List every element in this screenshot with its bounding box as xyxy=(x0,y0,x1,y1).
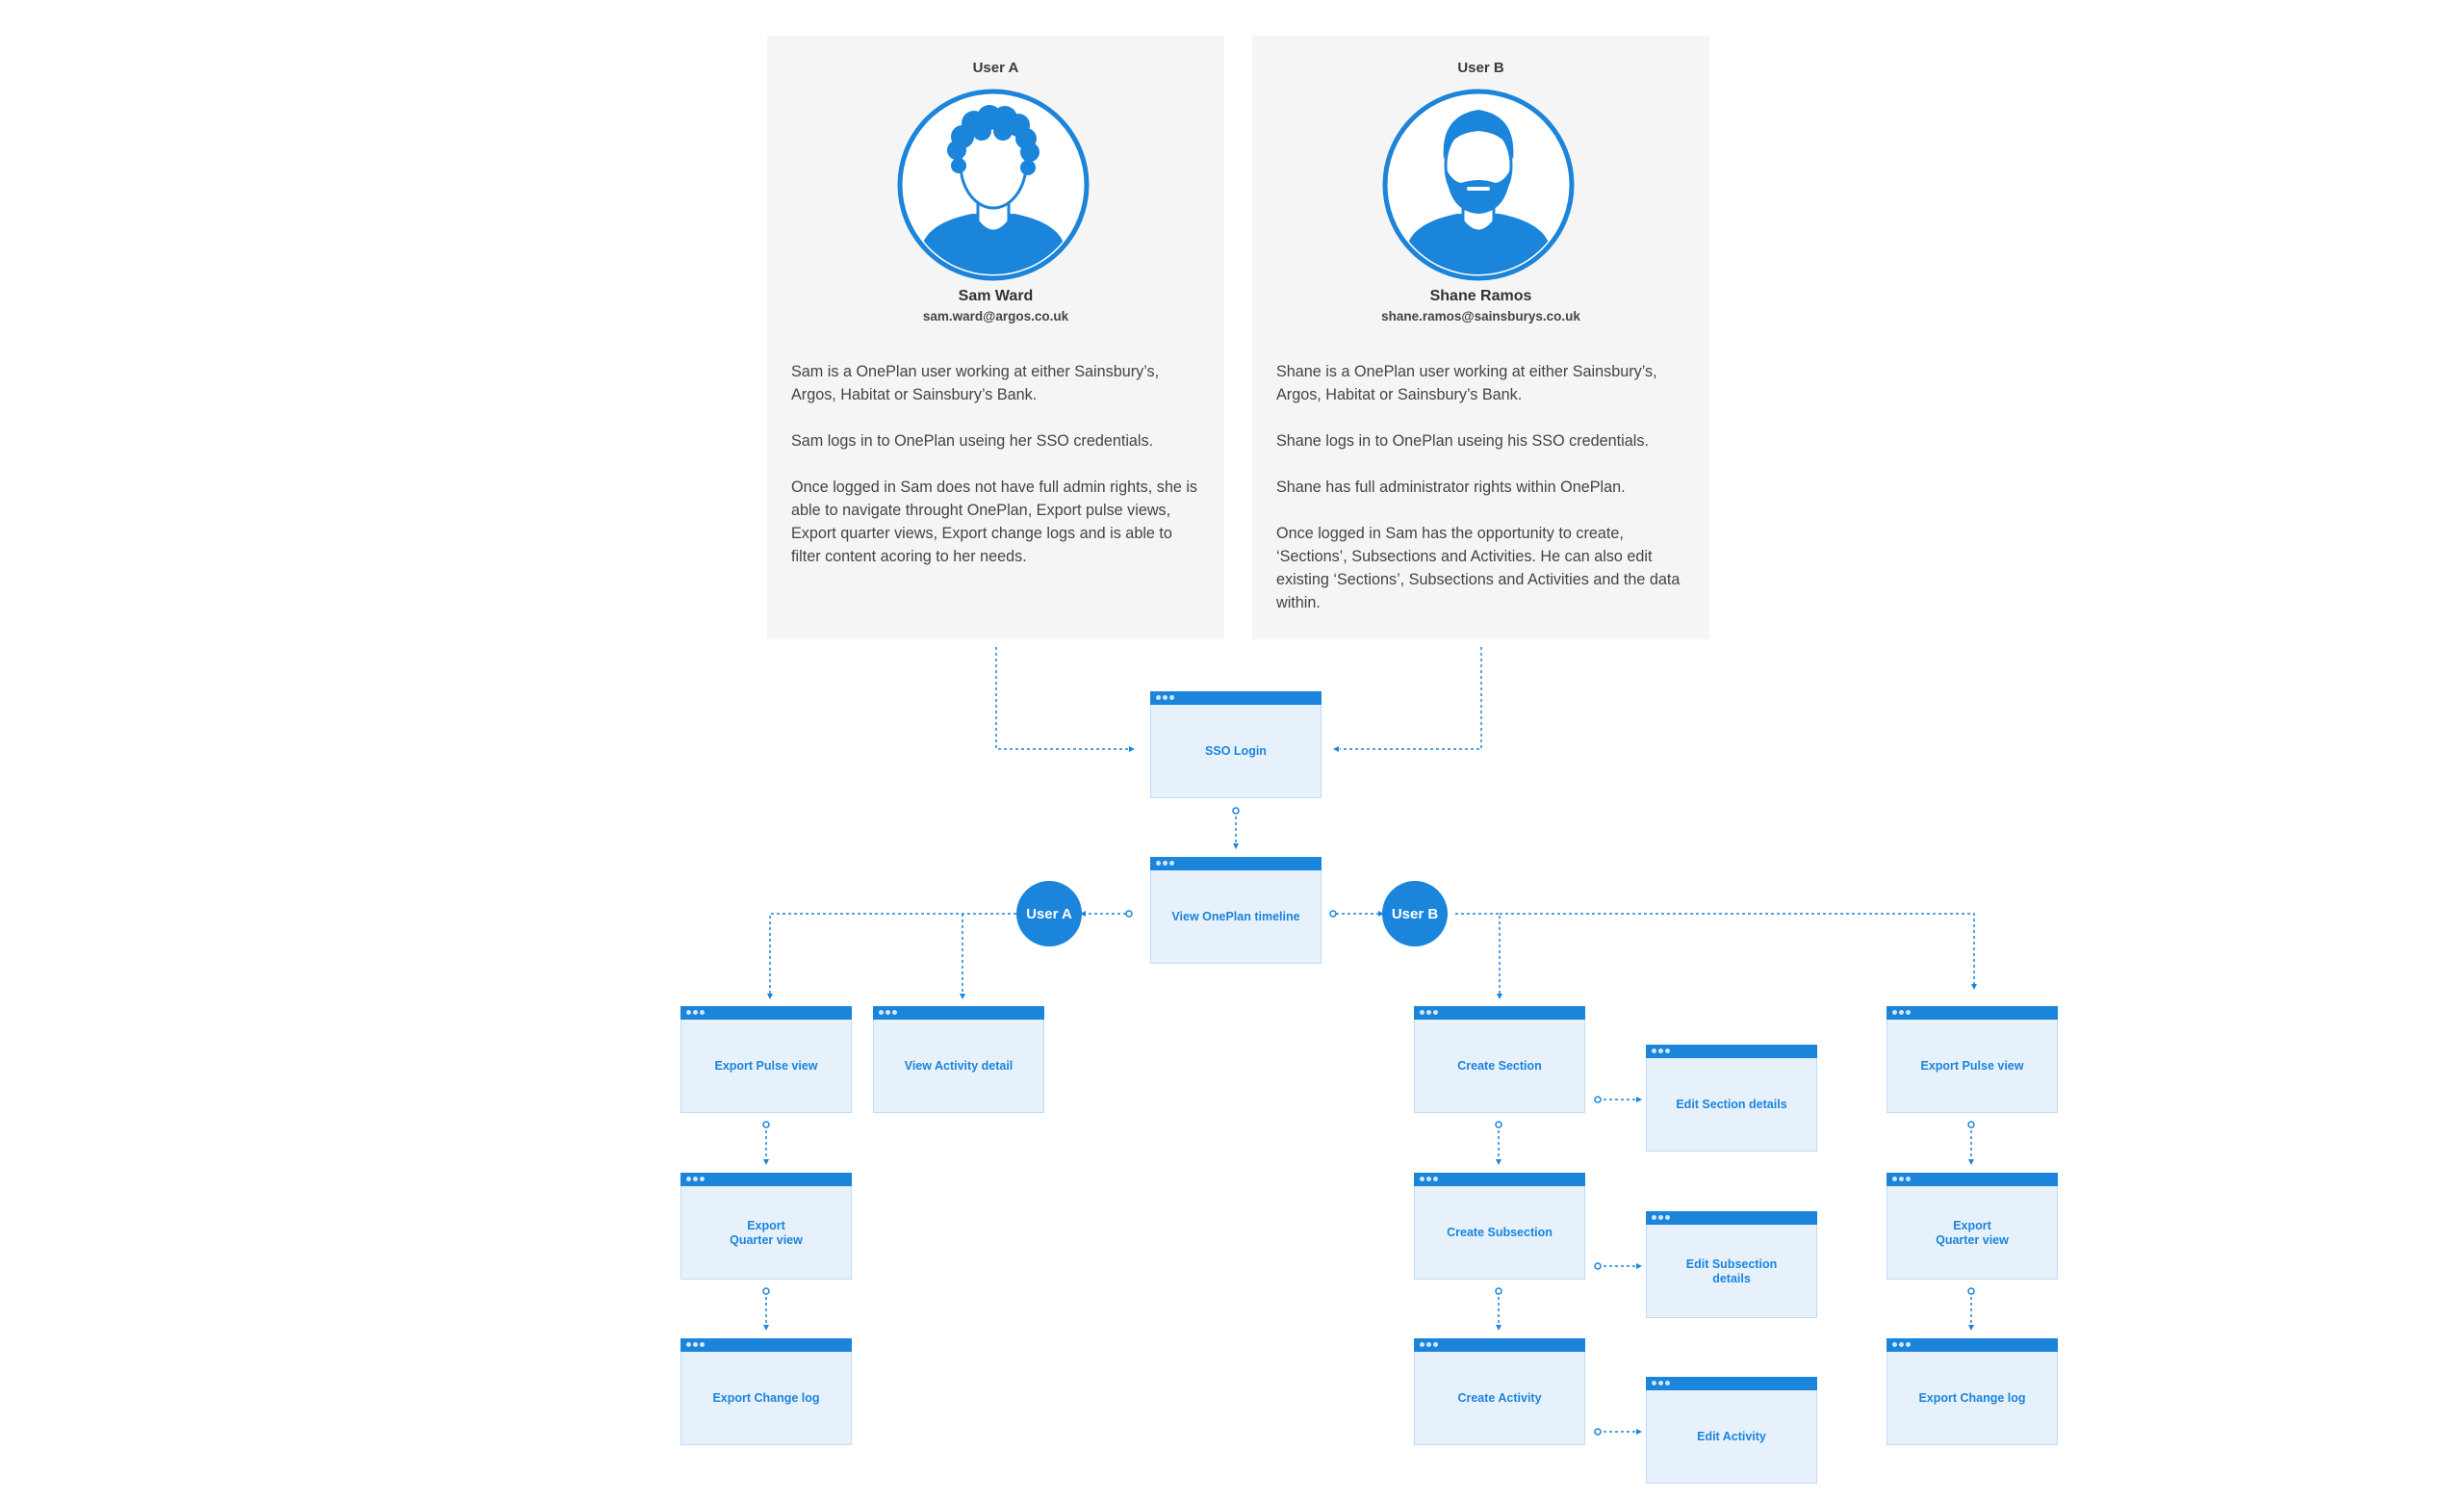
screen-b-export-change-log: Export Change log xyxy=(1886,1338,2058,1445)
persona-description: Sam is a OnePlan user working at either … xyxy=(791,360,1205,591)
persona-card-user-b: User B Shane Ramos shane.ramos@sainsbury… xyxy=(1252,36,1709,639)
screen-label: Export Pulse view xyxy=(714,1059,818,1073)
persona-label: User A xyxy=(972,60,1019,76)
screen-view-oneplan-timeline: View OnePlan timeline xyxy=(1150,857,1322,964)
user-a-node: User A xyxy=(1016,881,1082,946)
persona-paragraph: Shane logs in to OnePlan useing his SSO … xyxy=(1276,432,1649,450)
persona-name: Sam Ward xyxy=(958,288,1034,304)
screen-b-edit-activity: Edit Activity xyxy=(1646,1377,1817,1484)
persona-paragraph: Shane is a OnePlan user working at eithe… xyxy=(1276,363,1657,403)
screen-b-export-quarter-view: Export Quarter view xyxy=(1886,1173,2058,1280)
screen-b-edit-subsection-details: Edit Subsection details xyxy=(1646,1211,1817,1318)
persona-paragraph: Once logged in Sam has the opportunity t… xyxy=(1276,525,1681,611)
screen-b-create-activity: Create Activity xyxy=(1414,1338,1585,1445)
persona-paragraph: Sam logs in to OnePlan useing her SSO cr… xyxy=(791,432,1154,450)
screen-label: SSO Login xyxy=(1205,744,1267,758)
persona-card-user-a: User A Sam Ward sam.ward@argos.co.uk Sam… xyxy=(767,36,1224,639)
screen-label: Edit Activity xyxy=(1697,1430,1766,1443)
screen-label: Edit Subsection details xyxy=(1685,1256,1778,1285)
screen-a-export-pulse-view: Export Pulse view xyxy=(680,1006,852,1113)
persona-paragraph: Sam is a OnePlan user working at either … xyxy=(791,363,1160,403)
screen-a-export-quarter-view: Export Quarter view xyxy=(680,1173,852,1280)
persona-email: sam.ward@argos.co.uk xyxy=(922,309,1069,324)
screen-label: Export Quarter view xyxy=(1936,1218,2009,1247)
persona-description: Shane is a OnePlan user working at eithe… xyxy=(1276,360,1690,637)
connector-user-a-to-export-pulse xyxy=(769,913,1016,994)
screen-b-export-pulse-view: Export Pulse view xyxy=(1886,1006,2058,1113)
screen-b-create-section: Create Section xyxy=(1414,1006,1585,1113)
screen-b-edit-section-details: Edit Section details xyxy=(1646,1045,1817,1152)
screen-a-export-change-log: Export Change log xyxy=(680,1338,852,1445)
persona-paragraph: Once logged in Sam does not have full ad… xyxy=(791,479,1198,565)
screen-label: Export Change log xyxy=(1918,1391,2026,1405)
persona-name: Shane Ramos xyxy=(1429,288,1532,304)
screen-b-create-subsection: Create Subsection xyxy=(1414,1173,1585,1280)
persona-label: User B xyxy=(1457,60,1504,76)
screen-label: Create Section xyxy=(1457,1059,1542,1073)
screen-a-view-activity-detail: View Activity detail xyxy=(873,1006,1044,1113)
connector-user-b-to-create-section xyxy=(1455,913,1501,994)
screen-label: Create Activity xyxy=(1457,1391,1542,1405)
curly-hair-person-icon xyxy=(897,89,1090,281)
screen-label: Export Change log xyxy=(712,1391,820,1405)
screen-sso-login: SSO Login xyxy=(1150,691,1322,798)
screen-label: Export Pulse view xyxy=(1920,1059,2024,1073)
persona-email: shane.ramos@sainsburys.co.uk xyxy=(1381,309,1580,324)
screen-label: Edit Section details xyxy=(1676,1098,1787,1111)
screen-label: Export Quarter view xyxy=(730,1218,803,1247)
connector-user-a-to-sso xyxy=(995,647,1128,750)
bearded-person-icon xyxy=(1382,89,1575,281)
screen-label: View OnePlan timeline xyxy=(1171,910,1300,923)
connector-user-b-to-export-pulse xyxy=(1500,913,1975,984)
user-b-node: User B xyxy=(1382,881,1448,946)
screen-label: Create Subsection xyxy=(1447,1226,1553,1239)
connector-user-b-to-sso xyxy=(1340,647,1482,750)
screen-label: View Activity detail xyxy=(904,1059,1014,1073)
persona-paragraph: Shane has full administrator rights with… xyxy=(1276,479,1626,496)
